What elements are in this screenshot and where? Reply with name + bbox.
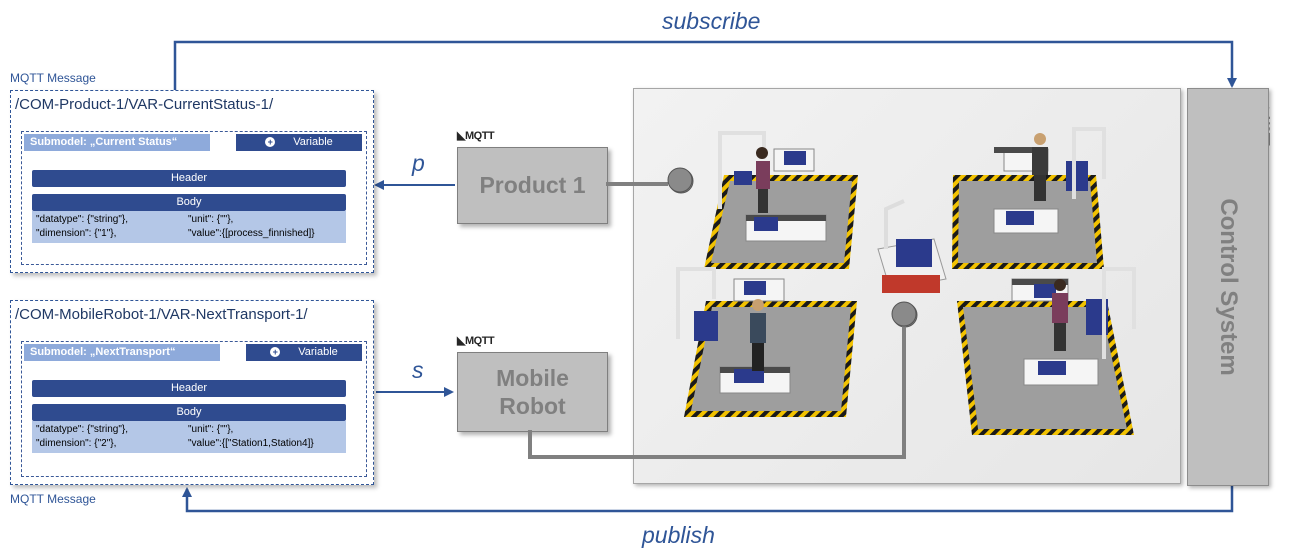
subscribe-label: subscribe bbox=[662, 8, 761, 34]
body-bar: Body bbox=[32, 404, 346, 421]
mqtt-logo: ◣MQTT bbox=[457, 129, 495, 142]
control-system-box: Control System bbox=[1187, 88, 1269, 486]
p-label: p bbox=[412, 150, 425, 176]
variable-tab: + Variable bbox=[246, 344, 362, 361]
mobile-robot-label-line2: Robot bbox=[499, 393, 566, 419]
control-system-label: Control System bbox=[1215, 198, 1242, 376]
body-content: "datatype": {"string"}, "unit": {""}, "d… bbox=[32, 211, 346, 243]
product-node: Product 1 bbox=[457, 147, 608, 224]
variable-tab-label: Variable bbox=[298, 346, 338, 358]
publish-label: publish bbox=[642, 522, 715, 548]
body-line: "datatype": {"string"}, bbox=[36, 424, 129, 435]
plus-icon: + bbox=[265, 137, 276, 148]
mobile-robot-label-line1: Mobile bbox=[496, 365, 569, 391]
mqtt-logo-icon: ◣ bbox=[457, 335, 465, 347]
header-bar: Header bbox=[32, 170, 346, 187]
factory-scene bbox=[633, 88, 1181, 484]
submodel-frame: Submodel: „NextTransport“ + Variable Head… bbox=[21, 341, 367, 477]
subscribe-arrow bbox=[173, 40, 1237, 93]
mqtt-logo-text: MQTT bbox=[464, 335, 495, 347]
mqtt-message-box: /COM-MobileRobot-1/VAR-NextTransport-1/ … bbox=[10, 300, 374, 485]
mqtt-message-box: /COM-Product-1/VAR-CurrentStatus-1/ Subm… bbox=[10, 90, 374, 273]
body-line: "dimension": {"1"}, bbox=[36, 228, 117, 239]
header-bar: Header bbox=[32, 380, 346, 397]
body-line: "dimension": {"2"}, bbox=[36, 438, 117, 449]
worker-figures bbox=[750, 133, 1068, 371]
s-label: s bbox=[412, 357, 424, 383]
body-line: "value":{[process_finnished]} bbox=[188, 228, 315, 239]
body-line: "unit": {""}, bbox=[188, 424, 234, 435]
product-node-label: Product 1 bbox=[479, 172, 586, 198]
factory-illustration bbox=[668, 127, 1136, 435]
body-bar: Body bbox=[32, 194, 346, 211]
mobile-robot-node: Mobile Robot bbox=[457, 352, 608, 432]
mqtt-logo-icon: ◣ bbox=[457, 130, 465, 142]
variable-tab-label: Variable bbox=[293, 136, 333, 148]
mqtt-message-caption: MQTT Message bbox=[10, 71, 96, 85]
body-line: "datatype": {"string"}, bbox=[36, 214, 129, 225]
mqtt-logo: ◣MQTT bbox=[457, 334, 495, 347]
plus-icon: + bbox=[270, 347, 281, 358]
body-line: "unit": {""}, bbox=[188, 214, 234, 225]
message-topic: /COM-Product-1/VAR-CurrentStatus-1/ bbox=[15, 96, 274, 113]
body-content: "datatype": {"string"}, "unit": {""}, "d… bbox=[32, 421, 346, 453]
variable-tab: + Variable bbox=[236, 134, 362, 151]
mobile-robot-vehicle bbox=[877, 199, 947, 293]
publish-arrow bbox=[182, 485, 1234, 513]
mqtt-logo-text: MQTT bbox=[464, 130, 495, 142]
message-topic: /COM-MobileRobot-1/VAR-NextTransport-1/ bbox=[15, 306, 308, 323]
submodel-frame: Submodel: „Current Status“ + Variable Hea… bbox=[21, 131, 367, 265]
body-line: "value":{["Station1,Station4]} bbox=[188, 438, 314, 449]
submodel-tab: Submodel: „NextTransport“ bbox=[24, 344, 220, 361]
submodel-tab: Submodel: „Current Status“ bbox=[24, 134, 210, 151]
mqtt-message-caption: MQTT Message bbox=[10, 492, 96, 506]
